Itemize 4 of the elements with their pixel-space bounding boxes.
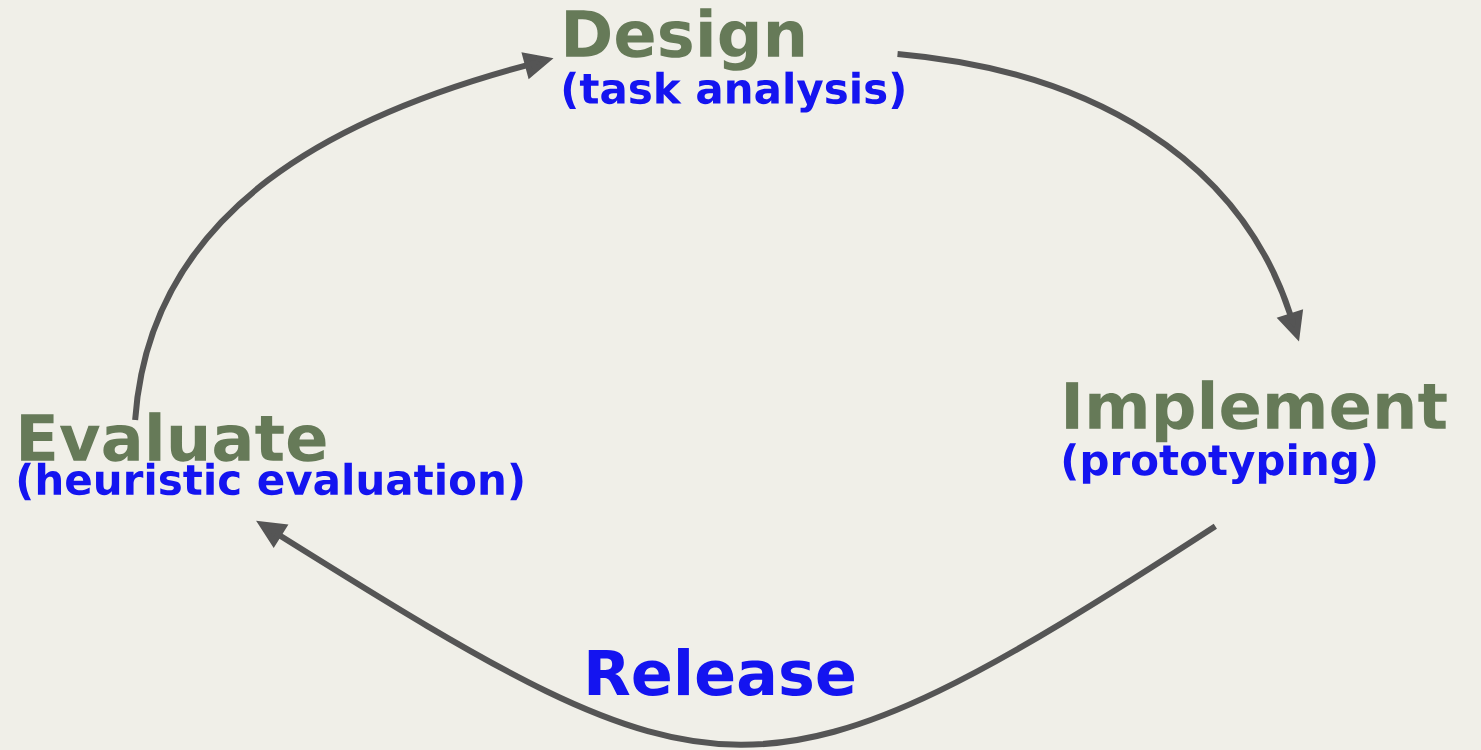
stage-label: Implement (prototyping)	[1063, 380, 1447, 485]
edge-label: Release	[588, 648, 854, 696]
stage-label: Design (task analysis)	[563, 8, 904, 113]
stage-label: Evaluate (heuristic evaluation)	[18, 412, 523, 501]
